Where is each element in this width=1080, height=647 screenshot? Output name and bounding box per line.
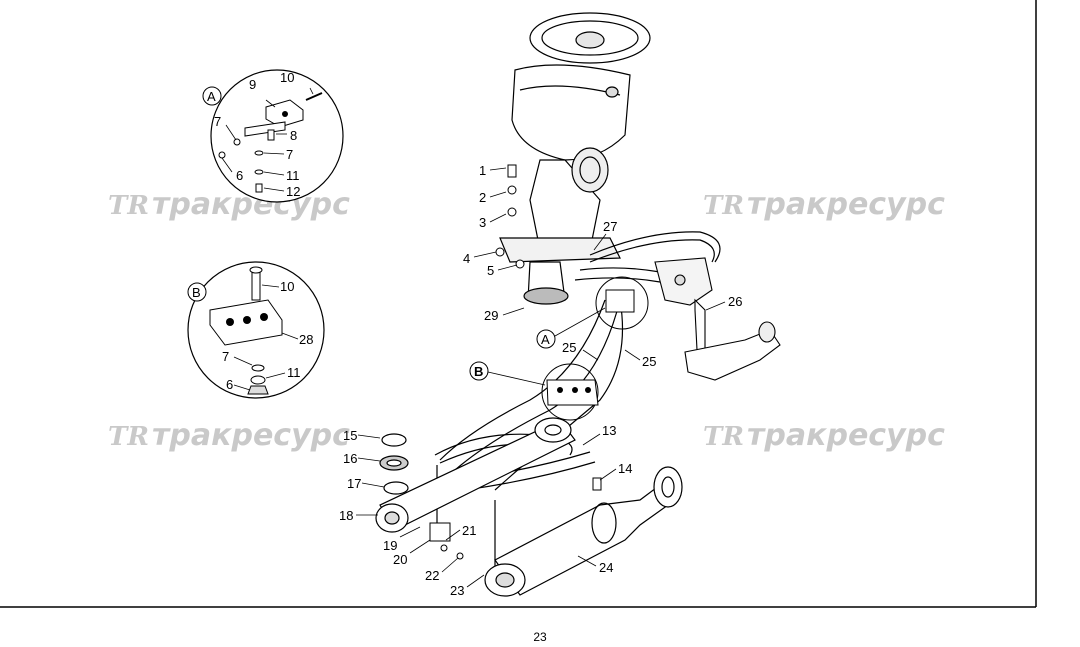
part-10: 10 <box>280 279 294 294</box>
part-7: 7 <box>286 147 293 162</box>
part-22: 22 <box>425 568 439 583</box>
main-callout-b: B <box>474 364 483 379</box>
part-3: 3 <box>479 215 486 230</box>
part-6: 6 <box>226 377 233 392</box>
part-25: 25 <box>642 354 656 369</box>
watermark-top-left: TR тракресурс <box>108 187 350 222</box>
part-27: 27 <box>603 219 617 234</box>
detail-b <box>187 261 325 399</box>
watermark-logo: TR <box>703 422 744 452</box>
part-25: 25 <box>562 340 576 355</box>
part-18: 18 <box>339 508 353 523</box>
elbow-fitting <box>684 298 781 381</box>
part-26: 26 <box>728 294 742 309</box>
part-11: 11 <box>287 365 301 380</box>
detail-b-label: B <box>192 285 201 300</box>
main-callout-b-circle <box>469 361 489 381</box>
watermark-logo: TR <box>108 422 149 452</box>
watermark-text: тракресурс <box>747 187 945 222</box>
main-callout-a: A <box>541 332 550 347</box>
part-numbers: 1 2 3 4 5 27 29 26 25 25 13 14 15 16 17 … <box>214 70 742 598</box>
part-11: 11 <box>286 168 300 183</box>
part-29: 29 <box>484 308 498 323</box>
part-15: 15 <box>343 428 357 443</box>
column-seal <box>523 287 569 305</box>
part-28: 28 <box>299 332 313 347</box>
watermark-bottom-left: TR тракресурс <box>108 418 350 453</box>
part-14: 14 <box>618 461 632 476</box>
detail-a <box>202 69 344 203</box>
detail-marker-a <box>595 276 649 330</box>
part-16: 16 <box>343 451 357 466</box>
leader-line <box>554 307 606 337</box>
hose-clamp-a <box>605 289 635 313</box>
part-13: 13 <box>602 423 616 438</box>
detail-a-label: A <box>207 89 216 104</box>
part-1: 1 <box>479 163 486 178</box>
hoses-upper <box>574 231 721 283</box>
part-5: 5 <box>487 263 494 278</box>
part-7: 7 <box>222 349 229 364</box>
watermark-logo: TR <box>703 191 744 221</box>
cylinder-right <box>484 466 683 597</box>
watermark-top-right: TR тракресурс <box>703 187 945 222</box>
watermark-bottom-right: TR тракресурс <box>703 418 945 453</box>
cylinder-left <box>375 417 576 533</box>
part-8: 8 <box>290 128 297 143</box>
column-cover <box>511 64 631 161</box>
part-6: 6 <box>236 168 243 183</box>
small-fittings <box>429 164 602 560</box>
leader-lines <box>221 87 726 588</box>
watermark-text: тракресурс <box>747 418 945 453</box>
part-12: 12 <box>286 184 300 199</box>
part-7: 7 <box>214 114 221 129</box>
part-9: 9 <box>249 77 256 92</box>
main-callout-a-circle <box>536 329 556 349</box>
part-10: 10 <box>280 70 294 85</box>
column-knuckle <box>571 147 609 193</box>
part-20: 20 <box>393 552 407 567</box>
part-2: 2 <box>479 190 486 205</box>
leader-line <box>487 371 546 386</box>
steering-column <box>499 12 651 305</box>
seal-rings <box>379 433 409 495</box>
part-17: 17 <box>347 476 361 491</box>
part-24: 24 <box>599 560 613 575</box>
part-4: 4 <box>463 251 470 266</box>
watermark-logo: TR <box>108 191 149 221</box>
part-21: 21 <box>462 523 476 538</box>
part-19: 19 <box>383 538 397 553</box>
hose-clamp-b <box>541 363 599 421</box>
control-valve <box>654 257 713 306</box>
part-23: 23 <box>450 583 464 598</box>
watermark-text: тракресурс <box>152 418 350 453</box>
column-base-plate <box>499 237 621 263</box>
page-number: 23 <box>533 630 547 644</box>
